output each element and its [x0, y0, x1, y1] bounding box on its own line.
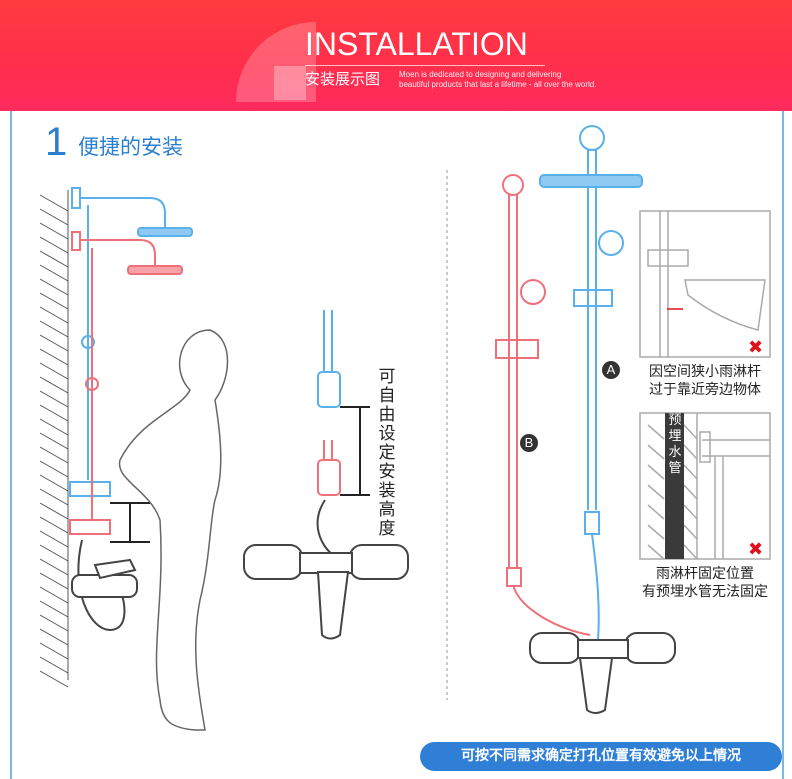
- wall-hatch: [39, 250, 69, 268]
- height-bracket: [340, 406, 370, 496]
- wall-hatch: [39, 642, 69, 660]
- header-tagline: Moen is dedicated to designing and deliv…: [399, 70, 596, 90]
- wall-hatch: [39, 320, 69, 338]
- wall-hatch: [39, 418, 69, 436]
- wall-hatch: [39, 488, 69, 506]
- caption-line: 过于靠近旁边物体: [649, 382, 761, 398]
- wall-hatch: [647, 444, 665, 460]
- wall-hatch: [39, 194, 69, 212]
- caption-line: 因空间狭小雨淋杆: [649, 364, 761, 380]
- wall-hatch: [39, 586, 69, 604]
- wall-hatch: [647, 504, 665, 520]
- wall-hatch: [39, 236, 69, 254]
- wall-hatch: [39, 600, 69, 618]
- wall-hatch: [39, 404, 69, 422]
- wall-hatch: [39, 572, 69, 590]
- blue-shower-left: [69, 187, 193, 497]
- wall-hatch: [647, 544, 665, 560]
- wall-hatch: [39, 516, 69, 534]
- wall-hatch: [39, 264, 69, 282]
- wall-hatch: [39, 544, 69, 562]
- wall-hatch: [39, 334, 69, 352]
- caption-line: 雨淋杆固定位置: [656, 566, 754, 582]
- red-rail-b: [495, 174, 591, 636]
- wall-hatch: [39, 446, 69, 464]
- wall-hatch: [39, 362, 69, 380]
- header-subtitle: 安装展示图: [305, 70, 381, 88]
- pipe-label: 预埋水管: [668, 413, 682, 476]
- case-a-illustration: [639, 210, 771, 358]
- wall-hatch: [39, 614, 69, 632]
- height-arrows: [110, 502, 150, 543]
- red-shower-left: [69, 231, 183, 535]
- header-banner: INSTALLATION 安装展示图 Moen is dedicated to …: [0, 0, 792, 111]
- wall-hatch: [683, 504, 698, 520]
- tagline-line2: beautiful products that last a lifetime …: [399, 80, 597, 89]
- wall-hatch: [683, 524, 698, 540]
- wall-hatch: [39, 292, 69, 310]
- wall-hatch: [683, 544, 698, 560]
- wall-hatch: [39, 530, 69, 548]
- decorative-shape: [274, 66, 306, 100]
- badge-a: A: [602, 361, 620, 379]
- wall: [39, 190, 69, 688]
- wall-hatch: [39, 656, 69, 674]
- wall-hatch: [39, 558, 69, 576]
- tagline-line1: Moen is dedicated to designing and deliv…: [399, 70, 562, 79]
- content-panel: [10, 111, 784, 779]
- wall-hatch: [39, 278, 69, 296]
- case-b-caption: 雨淋杆固定位置有预埋水管无法固定: [620, 565, 790, 601]
- right-mixer: [506, 567, 676, 714]
- error-x-icon: ✖: [748, 337, 763, 358]
- header-title: INSTALLATION: [305, 26, 528, 62]
- wall-hatch: [647, 424, 665, 440]
- wall-hatch: [39, 222, 69, 240]
- wall-hatch: [39, 348, 69, 366]
- wall-hatch: [647, 484, 665, 500]
- wall-hatch: [39, 628, 69, 646]
- mixer-left: [71, 539, 138, 632]
- case-a-caption: 因空间狭小雨淋杆过于靠近旁边物体: [630, 363, 780, 399]
- step-number: 1: [45, 120, 68, 164]
- wall-hatch: [39, 670, 69, 688]
- wall-hatch: [39, 474, 69, 492]
- height-note: 可自由设定安装高度: [378, 367, 396, 539]
- wall-hatch: [39, 306, 69, 324]
- wall-hatch: [683, 444, 698, 460]
- step-title: 便捷的安装: [78, 135, 183, 159]
- wall-hatch: [647, 524, 665, 540]
- wall-hatch: [39, 460, 69, 478]
- wall-hatch: [39, 376, 69, 394]
- wall-hatch: [647, 464, 665, 480]
- person-silhouette: [118, 329, 229, 731]
- wall-hatch: [683, 484, 698, 500]
- note-banner: 可按不同需求确定打孔位置有效避免以上情况: [420, 742, 782, 771]
- case-b-illustration: [639, 412, 771, 560]
- embedded-pipe: [665, 413, 684, 559]
- badge-b: B: [520, 434, 538, 452]
- wall-hatch: [683, 424, 698, 440]
- blue-rail-a: [539, 125, 643, 641]
- wall-hatch: [39, 208, 69, 226]
- wall-hatch: [39, 502, 69, 520]
- divider: [305, 65, 545, 66]
- caption-line: 有预埋水管无法固定: [642, 584, 768, 600]
- error-x-icon: ✖: [748, 539, 763, 560]
- wall-hatch: [683, 464, 698, 480]
- center-mixer: [243, 310, 409, 640]
- wall-hatch: [39, 432, 69, 450]
- wall-hatch: [39, 390, 69, 408]
